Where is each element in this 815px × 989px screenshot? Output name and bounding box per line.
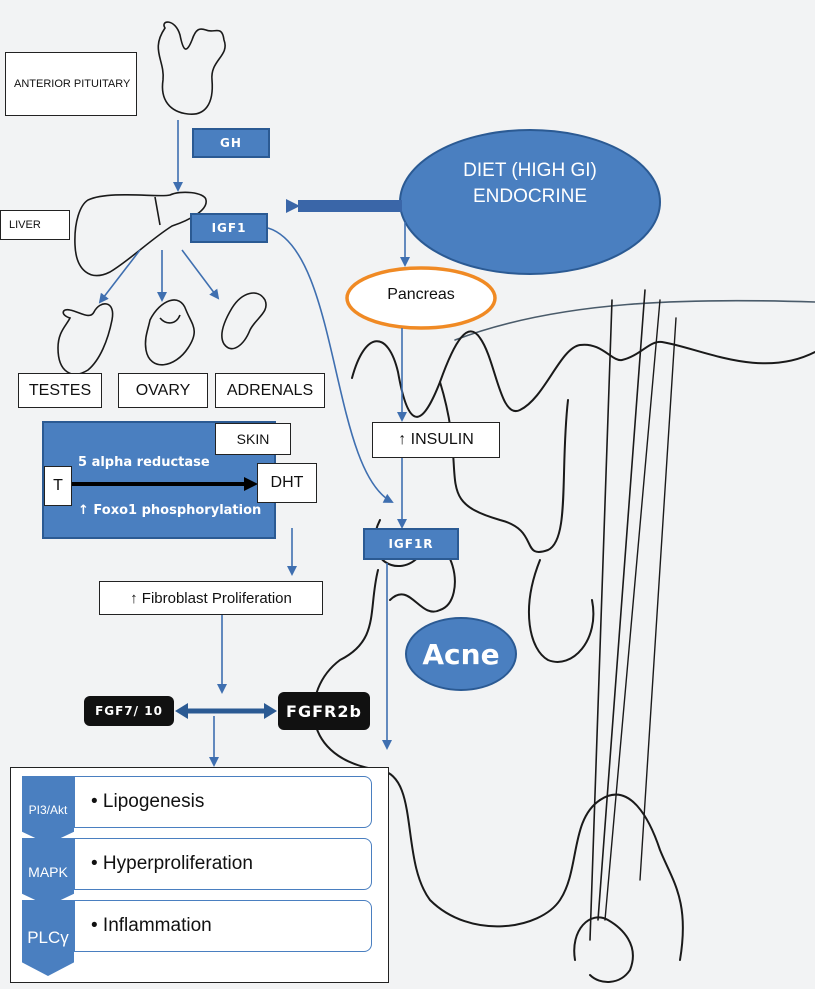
dht-box: DHT bbox=[257, 463, 317, 503]
pancreas-ellipse bbox=[345, 266, 497, 330]
arrow-igf1-igf1r bbox=[267, 227, 394, 503]
fgf-box: FGF7/ 10 bbox=[84, 696, 174, 726]
pathway-effect-hyperproliferation: • Hyperproliferation bbox=[74, 838, 372, 890]
fibroblast-box: ↑ Fibroblast Proliferation bbox=[99, 581, 323, 615]
ovary-sketch bbox=[144, 299, 196, 366]
foxo-label: ↑ Foxo1 phosphorylation bbox=[78, 503, 262, 518]
pathway-effect-lipogenesis: • Lipogenesis bbox=[74, 776, 372, 828]
hair-shaft-3 bbox=[604, 299, 661, 921]
epidermis-wave bbox=[351, 330, 815, 418]
testes-sketch bbox=[57, 303, 114, 375]
skin-follicle-sketch bbox=[312, 289, 815, 983]
igf1-box: IGF1 bbox=[190, 213, 268, 243]
testes-box: TESTES bbox=[18, 373, 102, 408]
skin-label: SKIN bbox=[215, 423, 291, 455]
dermis-curve bbox=[439, 381, 569, 553]
ovary-box: OVARY bbox=[118, 373, 208, 408]
hair-shaft-2 bbox=[597, 289, 646, 921]
pathway-effect-inflammation: • Inflammation bbox=[74, 900, 372, 952]
pathway-code-mapk: MAPK bbox=[22, 838, 74, 906]
diet-line1: DIET (HIGH GI) bbox=[463, 160, 597, 181]
dermis-lower bbox=[528, 559, 595, 663]
gh-box: GH bbox=[192, 128, 270, 158]
pituitary-sketch bbox=[157, 21, 226, 115]
follicle-outline-left bbox=[312, 569, 601, 928]
anterior-pituitary-label: ANTERIOR PITUITARY bbox=[5, 52, 137, 116]
fgfr-box: FGFR2b bbox=[278, 692, 370, 730]
arrow-liver-testes bbox=[98, 249, 141, 304]
acne-ellipse: Acne bbox=[405, 617, 517, 691]
arrow-liver-adrenals bbox=[181, 249, 220, 300]
enzyme-label: 5 alpha reductase bbox=[78, 455, 210, 470]
diet-endocrine-label: DIET (HIGH GI) ENDOCRINE bbox=[400, 158, 660, 210]
t-to-dht-arrow bbox=[72, 477, 258, 491]
hair-shaft-4 bbox=[639, 317, 677, 881]
arrowhead-fgfr-right bbox=[264, 703, 277, 719]
adrenal-sketch bbox=[221, 292, 267, 350]
follicle-bulb bbox=[573, 916, 634, 983]
insulin-box: ↑ INSULIN bbox=[372, 422, 500, 458]
t-box: T bbox=[44, 466, 72, 506]
liver-sketch bbox=[74, 191, 207, 277]
igf1r-box: IGF1R bbox=[363, 528, 459, 560]
liver-label: LIVER bbox=[0, 210, 70, 240]
organ-sketches bbox=[57, 21, 267, 375]
skin-surface-line bbox=[454, 299, 815, 341]
adrenals-box: ADRENALS bbox=[215, 373, 325, 408]
diet-line2: ENDOCRINE bbox=[472, 186, 587, 207]
pathway-code-plcy: PLCγ bbox=[22, 900, 74, 976]
follicle-outline-right bbox=[599, 793, 684, 961]
pathway-code-pi3akt: PI3/Akt bbox=[22, 776, 74, 844]
arrows bbox=[98, 120, 410, 767]
hair-shaft-1 bbox=[589, 299, 613, 941]
arrowhead-fgf-left bbox=[175, 703, 188, 719]
pancreas-label: Pancreas bbox=[387, 286, 455, 303]
